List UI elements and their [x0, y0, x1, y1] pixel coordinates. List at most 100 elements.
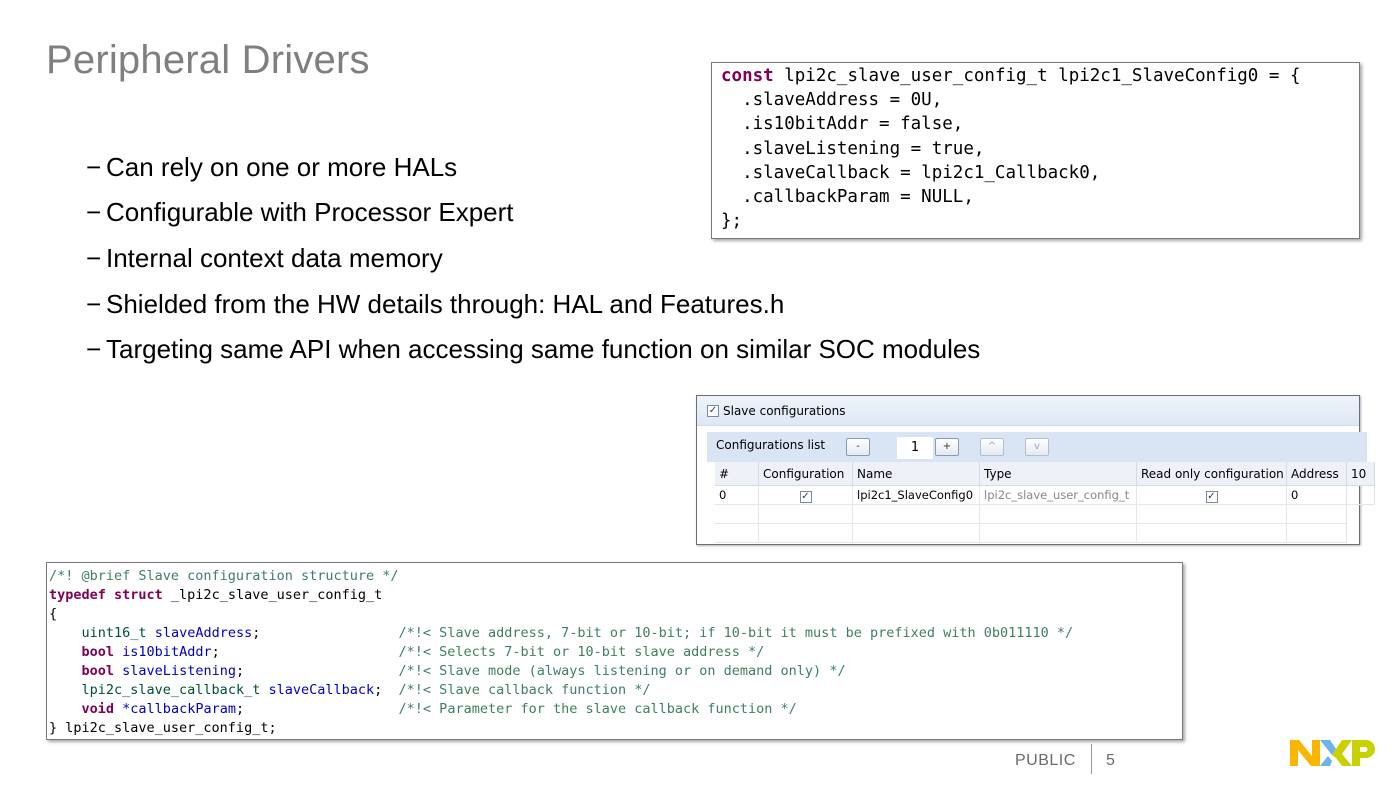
type-cell: lpi2c_slave_user_config_t [980, 486, 1137, 505]
bullet-text: Targeting same API when accessing same f… [106, 334, 981, 364]
bullet-item: −Internal context data memory [86, 243, 443, 274]
slide-title: Peripheral Drivers [46, 38, 370, 82]
code-line: .slaveListening = true, [721, 138, 985, 159]
empty-cell [715, 524, 759, 543]
address-cell[interactable]: 0 [1287, 486, 1347, 505]
member-comment: /*!< Slave mode (always listening or on … [398, 663, 846, 679]
empty-cell [980, 505, 1137, 524]
slave-configurations-row: ✓ Slave configurations [697, 396, 1359, 426]
nxp-logo [1290, 740, 1375, 766]
code-close-line: } lpi2c_slave_user_config_t; [49, 720, 277, 736]
column-header[interactable]: Configuration [759, 462, 853, 486]
code-line: .slaveCallback = lpi2c1_Callback0, [721, 162, 1101, 183]
footer-divider [1091, 744, 1092, 774]
add-config-button[interactable]: + [935, 438, 959, 456]
configurations-toolbar: Configurations list - 1 + ^ v [707, 432, 1367, 462]
classification-label: PUBLIC [1015, 752, 1076, 769]
empty-cell [1137, 505, 1287, 524]
member-name: *callbackParam [122, 701, 236, 717]
bullet-text: Can rely on one or more HALs [106, 152, 458, 182]
config-count-field[interactable]: 1 [897, 437, 933, 459]
bullet-text: Shielded from the HW details through: HA… [106, 289, 785, 319]
member-type: lpi2c_slave_callback_t [81, 682, 261, 698]
code-keyword: const [721, 66, 774, 86]
configurations-panel: ✓ Slave configurations Configurations li… [696, 395, 1375, 545]
empty-cell [759, 505, 853, 524]
read-only-cell: ✓ [1137, 486, 1287, 505]
column-header[interactable]: Type [980, 462, 1137, 486]
bullet-dash: − [86, 152, 102, 182]
empty-cell [1287, 524, 1347, 543]
name-cell[interactable]: lpi2c1_SlaveConfig0 [853, 486, 980, 505]
column-header[interactable]: 10 [1347, 462, 1375, 486]
move-down-button[interactable]: v [1025, 438, 1049, 456]
page-number: 5 [1106, 752, 1115, 769]
bullet-item: −Targeting same API when accessing same … [86, 334, 980, 365]
row-index-cell: 0 [715, 486, 759, 505]
empty-cell [980, 524, 1137, 543]
logo-x-left [1320, 740, 1336, 755]
column-header[interactable]: # [715, 462, 759, 486]
empty-cell [759, 524, 853, 543]
column-header[interactable]: Address [1287, 462, 1347, 486]
ten-bit-cell [1347, 486, 1375, 505]
code-keyword: typedef struct [49, 587, 163, 603]
struct-code-snippet: /*! @brief Slave configuration structure… [46, 562, 1183, 740]
struct-code: /*! @brief Slave configuration structure… [49, 568, 1074, 736]
column-header[interactable]: Name [853, 462, 980, 486]
code-brace: { [49, 606, 58, 622]
empty-cell [715, 505, 759, 524]
bullet-item: −Can rely on one or more HALs [86, 152, 457, 183]
member-pad [244, 663, 398, 679]
code-line: .slaveAddress = 0U, [721, 90, 943, 111]
empty-cell [1137, 524, 1287, 543]
code-type-name: _lpi2c_slave_user_config_t [162, 587, 383, 603]
bullet-dash: − [86, 197, 102, 227]
member-type: bool [81, 644, 115, 660]
configuration-checkbox[interactable]: ✓ [799, 491, 812, 503]
member-type: void [81, 701, 115, 717]
member-type: uint16_t [81, 625, 147, 641]
member-comment: /*!< Slave callback function */ [398, 682, 651, 698]
empty-cell [1287, 505, 1347, 524]
slave-configurations-checkbox[interactable]: ✓ [707, 405, 719, 417]
bullet-text: Internal context data memory [106, 243, 443, 273]
logo-p-shape [1352, 740, 1375, 766]
member-comment: /*!< Slave address, 7-bit or 10-bit; if … [398, 625, 1074, 641]
logo-n-shape [1290, 740, 1320, 766]
member-comment: /*!< Parameter for the slave callback fu… [398, 701, 797, 717]
code-comment: /*! @brief Slave configuration structure… [49, 568, 399, 584]
member-comment: /*!< Selects 7-bit or 10-bit slave addre… [398, 644, 765, 660]
slave-configurations-label: Slave configurations [723, 404, 846, 418]
code-line: lpi2c_slave_user_config_t lpi2c1_SlaveCo… [773, 66, 1301, 86]
bullet-item: −Configurable with Processor Expert [86, 197, 514, 228]
member-pad [220, 644, 399, 660]
code-line: .is10bitAddr = false, [721, 114, 964, 135]
column-header[interactable]: Read only configuration [1137, 462, 1287, 486]
member-name: slaveListening [122, 663, 236, 679]
bullet-dash: − [86, 243, 102, 273]
config-code: const lpi2c_slave_user_config_t lpi2c1_S… [712, 63, 1359, 233]
logo-x-lower [1320, 756, 1332, 766]
member-pad [244, 701, 398, 717]
bullet-dash: − [86, 334, 102, 364]
remove-config-button[interactable]: - [846, 438, 870, 456]
code-line: }; [721, 211, 743, 232]
member-pad [382, 682, 398, 698]
member-pad [260, 625, 398, 641]
member-name: slaveAddress [154, 625, 253, 641]
member-name: is10bitAddr [122, 644, 212, 660]
code-line: .callbackParam = NULL, [721, 187, 974, 208]
bullet-text: Configurable with Processor Expert [106, 197, 514, 227]
empty-cell [853, 505, 980, 524]
bullet-item: −Shielded from the HW details through: H… [86, 289, 784, 320]
bullet-dash: − [86, 289, 102, 319]
read-only-checkbox[interactable]: ✓ [1205, 491, 1218, 503]
empty-cell [853, 524, 980, 543]
member-name: slaveCallback [268, 682, 375, 698]
configurations-list-label: Configurations list [716, 438, 826, 452]
member-type: bool [81, 663, 115, 679]
logo-x-right [1332, 740, 1352, 766]
move-up-button[interactable]: ^ [980, 438, 1004, 456]
config-code-snippet: const lpi2c_slave_user_config_t lpi2c1_S… [711, 62, 1360, 239]
